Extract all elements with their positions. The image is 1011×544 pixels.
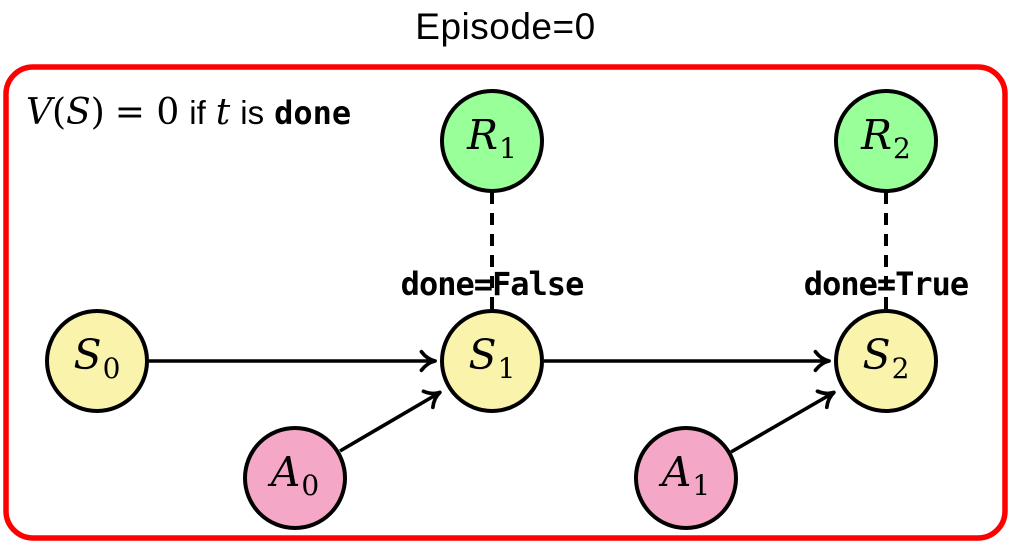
node-R1-label: R1 [467, 115, 517, 163]
annotation-is: is [240, 94, 265, 131]
annotation-lparen: ( [52, 92, 67, 133]
episode-frame [3, 64, 1008, 541]
node-A0-label: A0 [271, 452, 319, 500]
annotation-rparen: ) [90, 92, 105, 133]
node-S2-label: S2 [863, 335, 910, 383]
node-R1-subscript: 1 [499, 132, 517, 166]
node-R2-subscript: 2 [893, 132, 911, 166]
node-S2-letter: S [862, 331, 891, 380]
node-S1-subscript: 1 [497, 352, 516, 386]
edge-a1-s2-arrow [730, 389, 836, 454]
node-S1-letter: S [468, 331, 497, 380]
diagram-title: Episode=0 [415, 6, 596, 47]
annotation-v: V [26, 92, 52, 133]
node-S0-circle [45, 309, 149, 413]
done-false-label: done=False [400, 265, 585, 303]
node-S2-circle [834, 309, 938, 413]
node-S0-letter: S [73, 331, 102, 380]
node-S1-circle [440, 309, 544, 413]
annotation-equals: = 0 [114, 92, 180, 133]
node-S0-subscript: 0 [102, 352, 121, 386]
node-R1-circle [440, 89, 544, 193]
annotation-t: t [215, 92, 231, 133]
node-S1-label: S1 [469, 335, 516, 383]
edge-a0-s1-arrow [339, 389, 442, 453]
node-A0-circle [243, 426, 347, 530]
node-A0-subscript: 0 [301, 469, 320, 503]
node-A1-subscript: 1 [692, 469, 711, 503]
node-S0-label: S0 [74, 335, 121, 383]
annotation-s: S [66, 92, 91, 133]
node-R2-circle [834, 89, 938, 193]
annotation-done: done [274, 94, 352, 132]
node-A0-letter: A [270, 448, 301, 497]
node-R1-letter: R [467, 111, 499, 160]
annotation-if: if [189, 94, 206, 131]
node-A1-letter: A [661, 448, 692, 497]
done-true-label: done=True [803, 265, 969, 303]
node-R2-letter: R [861, 111, 893, 160]
node-S2-subscript: 2 [891, 352, 910, 386]
node-R2-label: R2 [861, 115, 911, 163]
node-A1-label: A1 [662, 452, 710, 500]
node-A1-circle [634, 426, 738, 530]
